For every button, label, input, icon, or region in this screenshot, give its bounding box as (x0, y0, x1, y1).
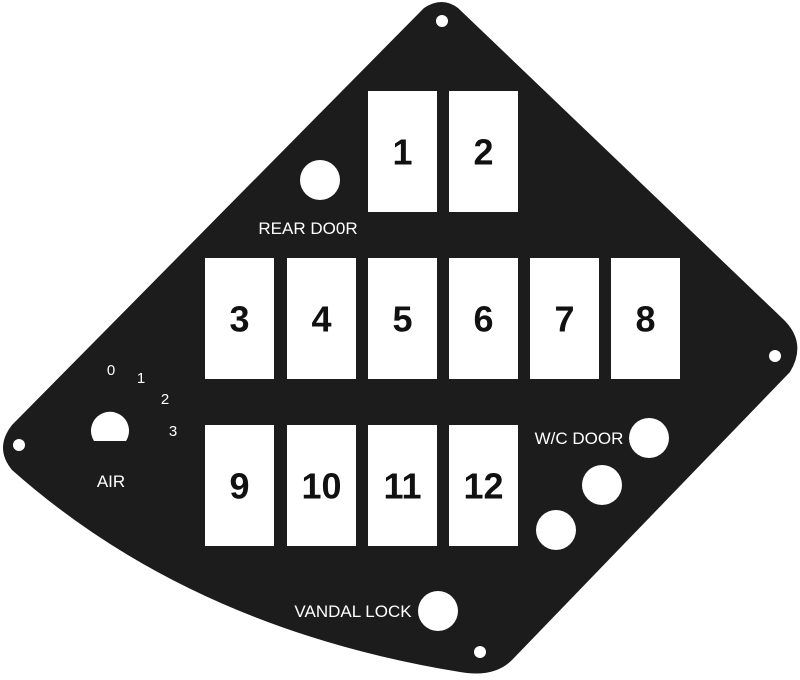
switch-cutout[interactable] (287, 258, 356, 379)
switch-number: 2 (473, 132, 493, 173)
switch-number: 12 (463, 466, 503, 507)
rocker-switch-12[interactable]: 12 (449, 425, 518, 546)
switch-number: 10 (301, 466, 341, 507)
mounting-hole-top (436, 15, 448, 27)
rocker-switch-1[interactable]: 1 (368, 91, 437, 212)
rocker-switch-5[interactable]: 5 (368, 258, 437, 379)
switch-cutout[interactable] (530, 258, 599, 379)
air-dial-position-0: 0 (107, 362, 115, 379)
air-dial-position-1: 1 (137, 370, 145, 387)
wc-door-button-1[interactable] (629, 418, 669, 458)
switch-cutout[interactable] (205, 258, 274, 379)
wc-door-button-2[interactable] (582, 465, 622, 505)
rocker-switch-9[interactable]: 9 (205, 425, 274, 546)
switch-number: 8 (635, 299, 655, 340)
switch-cutout[interactable] (611, 258, 680, 379)
vandal-lock-button[interactable] (418, 591, 458, 631)
air-label: AIR (97, 472, 125, 491)
switch-cutout[interactable] (368, 258, 437, 379)
switch-cutout[interactable] (205, 425, 274, 546)
air-dial-knob[interactable] (90, 411, 129, 441)
mounting-hole-bottom (474, 646, 486, 658)
switch-number: 5 (392, 299, 412, 340)
mounting-hole-right (769, 350, 781, 362)
air-dial-position-2: 2 (161, 391, 169, 408)
rocker-switch-4[interactable]: 4 (287, 258, 356, 379)
vandal-lock-label: VANDAL LOCK (294, 602, 412, 621)
switch-number: 3 (229, 299, 249, 340)
switch-number: 4 (311, 299, 331, 340)
switch-cutout[interactable] (368, 91, 437, 212)
wc-door-label: W/C DOOR (535, 429, 624, 448)
rocker-switch-7[interactable]: 7 (530, 258, 599, 379)
rocker-switch-2[interactable]: 2 (449, 91, 518, 212)
switch-number: 6 (473, 299, 493, 340)
switch-cutout[interactable] (449, 258, 518, 379)
rear-door-label: REAR DO0R (258, 219, 357, 238)
rocker-switch-11[interactable]: 11 (368, 425, 437, 546)
switch-cutout[interactable] (287, 425, 356, 546)
rocker-switch-10[interactable]: 10 (287, 425, 356, 546)
switch-cutout[interactable] (449, 91, 518, 212)
switch-cutout[interactable] (449, 425, 518, 546)
switch-number: 1 (392, 132, 412, 173)
rear-door-button[interactable] (300, 160, 340, 200)
rocker-switch-8[interactable]: 8 (611, 258, 680, 379)
rocker-switch-3[interactable]: 3 (205, 258, 274, 379)
air-dial-position-3: 3 (169, 423, 177, 440)
switch-number: 7 (554, 299, 574, 340)
switch-cutout[interactable] (368, 425, 437, 546)
switch-number: 9 (229, 466, 249, 507)
mounting-hole-left (13, 439, 25, 451)
wc-door-button-3[interactable] (536, 510, 576, 550)
switch-number: 11 (383, 466, 421, 507)
rocker-switch-6[interactable]: 6 (449, 258, 518, 379)
